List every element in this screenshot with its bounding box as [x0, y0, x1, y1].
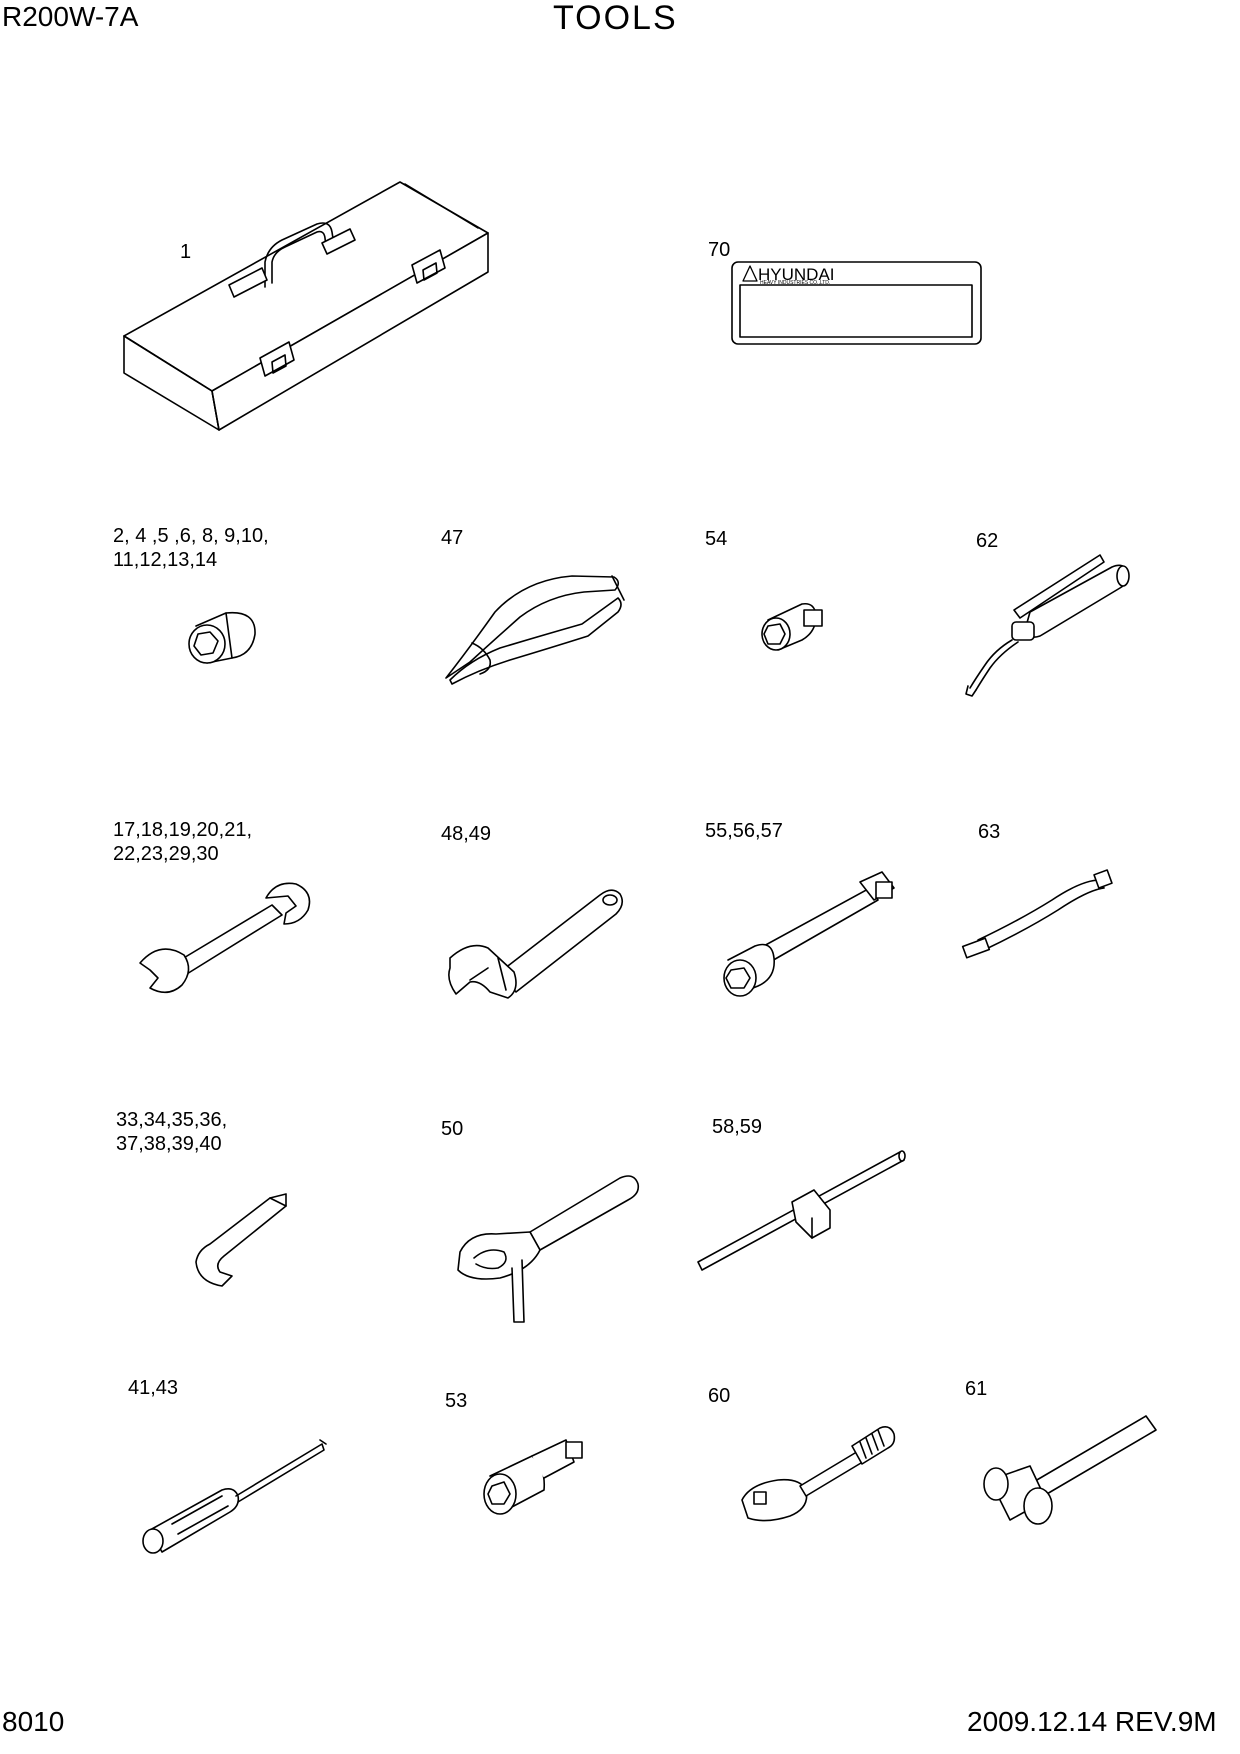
label-pipe-wrench: 50 — [441, 1118, 464, 1140]
hose-drawing — [961, 869, 1113, 959]
label-extension-bar: 55,56,57 — [705, 820, 783, 842]
label-grease-gun: 62 — [976, 530, 999, 552]
pliers-drawing — [445, 575, 625, 685]
page-number: 8010 — [2, 1706, 65, 1737]
model-name: R200W-7A — [2, 1, 139, 32]
label-universal-joint: 53 — [445, 1390, 468, 1412]
label-socket-line-2: 11,12,13,14 — [113, 549, 218, 571]
page-title: TOOLS — [553, 0, 678, 37]
label-pliers: 47 — [441, 527, 464, 549]
plate-subtitle: HEAVY INDUSTRIES CO.,LTD. — [760, 280, 830, 286]
label-spanner: 17,18,19,20,21, 22,23,29,30 — [113, 818, 252, 866]
label-adapter: 54 — [705, 528, 728, 550]
label-spanner-line-2: 22,23,29,30 — [113, 843, 219, 865]
revision-date: 2009.12.14 REV.9M — [967, 1706, 1217, 1737]
label-hammer: 61 — [965, 1378, 988, 1400]
adjustable-wrench-drawing — [448, 889, 624, 999]
label-hex-key-line-1: 33,34,35,36, — [116, 1109, 228, 1131]
socket-drawing — [188, 611, 256, 664]
label-hex-key: 33,34,35,36, 37,38,39,40 — [116, 1108, 227, 1156]
t-handle-drawing — [697, 1150, 906, 1271]
label-socket-line-1: 2, 4 ,5 ,6, 8, 9,10, — [113, 525, 269, 547]
universal-joint-drawing — [483, 1439, 583, 1515]
adapter-drawing — [761, 602, 823, 651]
screwdriver-drawing — [142, 1439, 327, 1554]
grease-gun-drawing — [965, 554, 1130, 697]
pipe-wrench-drawing — [457, 1175, 640, 1323]
label-screwdriver: 41,43 — [128, 1377, 179, 1399]
spanner-drawing — [139, 882, 311, 994]
extension-bar-drawing — [723, 871, 895, 997]
hex-key-drawing — [195, 1193, 287, 1287]
label-ratchet-handle: 60 — [708, 1385, 731, 1407]
label-socket: 2, 4 ,5 ,6, 8, 9,10, 11,12,13,14 — [113, 524, 269, 572]
plate-brand: HYUNDAI — [758, 265, 835, 284]
label-adjustable-wrench: 48,49 — [441, 823, 492, 845]
label-t-handle: 58,59 — [712, 1116, 763, 1138]
hammer-drawing — [983, 1415, 1157, 1525]
name-plate-drawing: HYUNDAI HEAVY INDUSTRIES CO.,LTD. — [731, 261, 982, 345]
ratchet-handle-drawing — [741, 1426, 896, 1522]
tool-box-drawing — [123, 181, 489, 431]
label-name-plate: 70 — [708, 239, 731, 261]
label-spanner-line-1: 17,18,19,20,21, — [113, 819, 253, 841]
label-hose: 63 — [978, 821, 1001, 843]
label-tool-box: 1 — [180, 241, 192, 263]
label-hex-key-line-2: 37,38,39,40 — [116, 1133, 222, 1155]
